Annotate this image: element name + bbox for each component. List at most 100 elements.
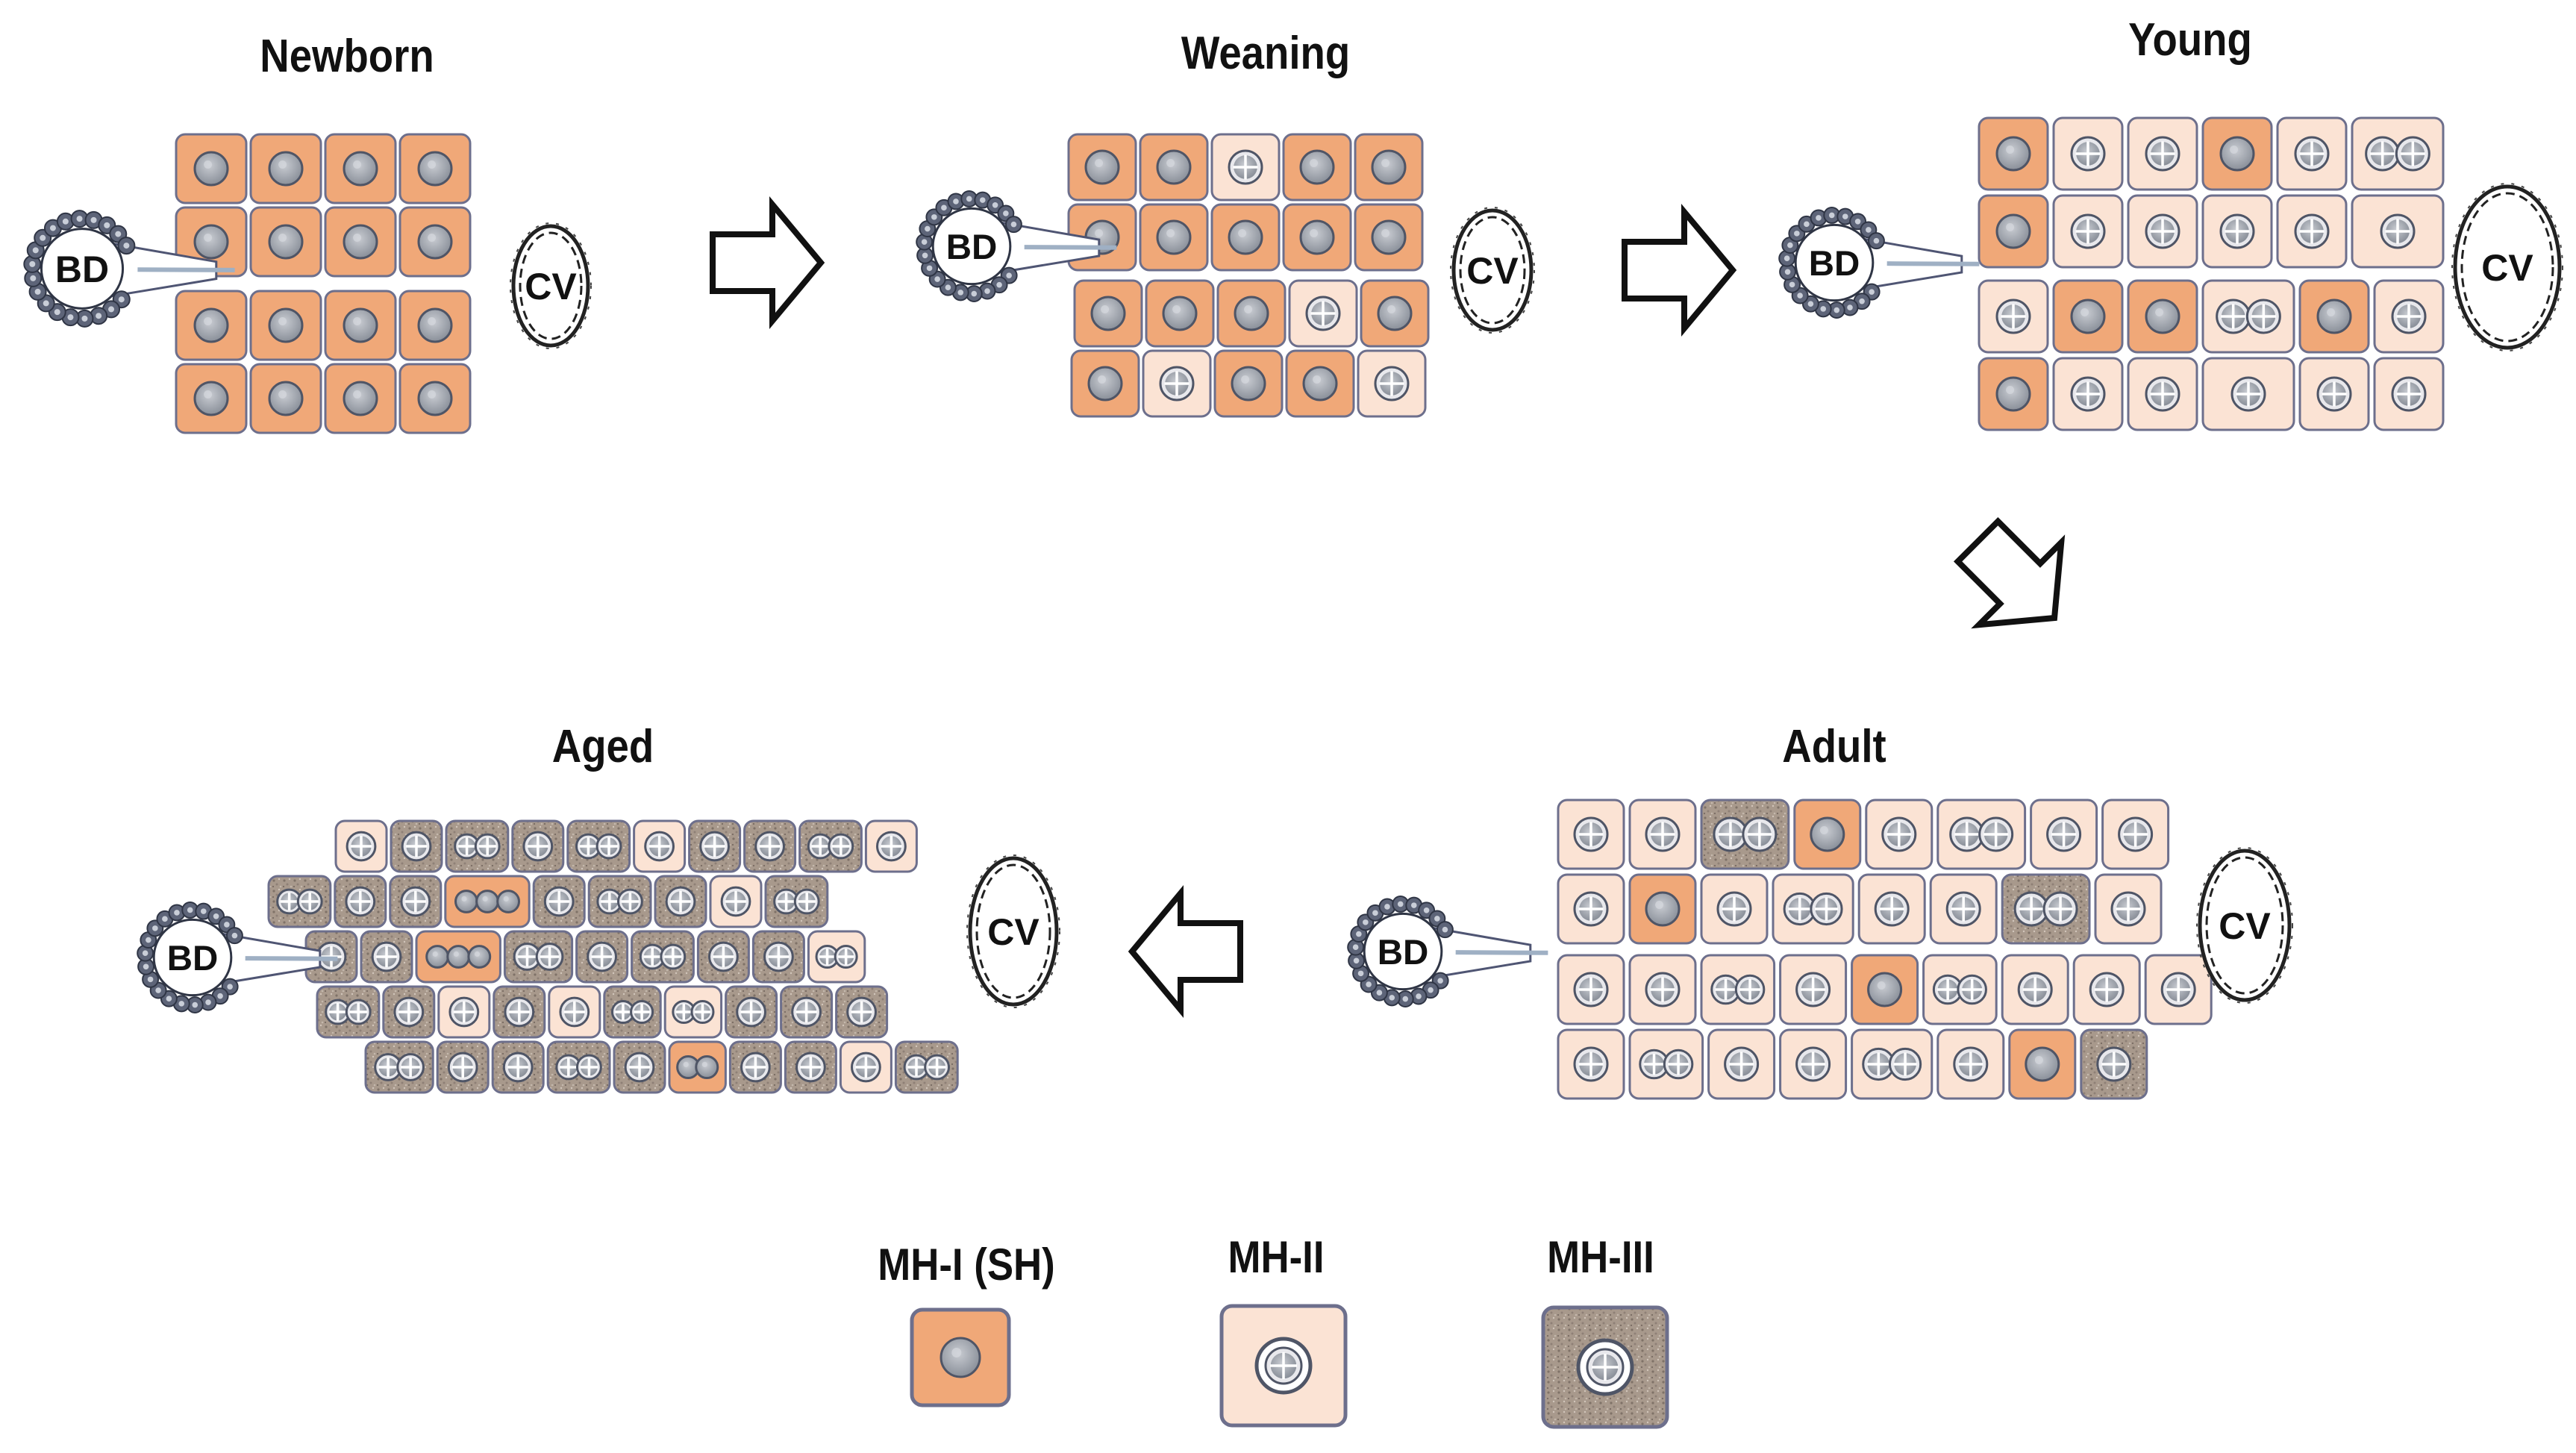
hepatocyte-cell	[1139, 133, 1209, 201]
hepatocyte-cell	[575, 930, 629, 984]
legend-label-mh3: MH-III	[1547, 1232, 1654, 1282]
hepatocyte-cell	[2001, 873, 2091, 945]
hepatocyte-cell	[1978, 279, 2049, 354]
hepatocyte-cell	[1354, 133, 1424, 201]
bile-duct-label: BD	[55, 249, 109, 290]
hepatocyte-cell	[360, 930, 413, 984]
central-vein-label: CV	[987, 911, 1040, 953]
hepatocyte-cell	[1779, 954, 1848, 1025]
hepatocyte-cell	[334, 819, 388, 873]
hepatocyte-cell	[1282, 133, 1352, 201]
hepatocyte-cell	[511, 819, 565, 873]
hepatocyte-cell	[807, 930, 866, 984]
legend-swatch-mh2	[1219, 1304, 1348, 1428]
central-vein-label: CV	[1466, 250, 1519, 292]
hepatocyte-cell	[743, 819, 797, 873]
hepatocyte-cell	[728, 1040, 782, 1094]
hepatocyte-cell	[267, 875, 332, 928]
arrow-young-to-adult	[1953, 516, 2066, 629]
hepatocyte-cell	[1628, 954, 1697, 1025]
hepatocyte-cell	[654, 875, 707, 928]
hepatocyte-cell	[725, 985, 778, 1039]
hepatocyte-cell	[1070, 349, 1140, 418]
bile-duct: BD	[916, 190, 1117, 302]
hepatocyte-cell	[2072, 954, 2141, 1025]
hepatocyte-cell	[2127, 116, 2198, 191]
hepatocyte-cell	[175, 290, 248, 361]
hepatocyte-cell	[382, 985, 436, 1039]
hepatocyte-cell	[613, 1040, 666, 1094]
central-vein-label: CV	[525, 266, 577, 307]
hepatocyte-cell	[2008, 1028, 2077, 1100]
hepatocyte-cell	[324, 363, 397, 434]
hepatocyte-cell	[546, 1040, 611, 1094]
hepatocyte-cell	[1139, 203, 1209, 272]
central-vein-label: CV	[2219, 905, 2271, 947]
hepatocyte-cell	[709, 875, 763, 928]
hepatocyte-cell	[1628, 799, 1697, 870]
bile-duct-label: BD	[1809, 244, 1860, 284]
hepatocyte-cell	[249, 290, 322, 361]
hepatocyte-cell	[249, 133, 322, 204]
hepatocyte-cell	[398, 363, 472, 434]
bile-duct: BD	[137, 902, 338, 1013]
hepatocyte-cell	[1354, 203, 1424, 272]
hepatocyte-cell	[663, 985, 723, 1039]
hepatocyte-cell	[2201, 194, 2273, 269]
bile-duct-label: BD	[1378, 933, 1429, 972]
hepatocyte-cell	[1357, 349, 1427, 418]
hepatocyte-cell	[566, 819, 631, 873]
central-vein: CV	[966, 854, 1060, 1008]
hepatocyte-cell	[1557, 1028, 1625, 1100]
hepatocyte-cell	[415, 930, 501, 984]
bile-duct: BD	[23, 210, 235, 328]
central-vein-label: CV	[2481, 247, 2533, 289]
legend-label-mh2: MH-II	[1228, 1232, 1325, 1282]
hepatocyte-cell	[2298, 279, 2370, 354]
hepatocyte-cell	[324, 133, 397, 204]
hepatocyte-cell	[2373, 279, 2445, 354]
hepatocyte-cell	[798, 819, 863, 873]
hepatocyte-cell	[334, 875, 387, 928]
hepatocyte-cell	[1936, 799, 2027, 870]
hepatocyte-cell	[390, 819, 443, 873]
hepatocyte-cell	[1213, 349, 1284, 418]
hepatocyte-cell	[398, 133, 472, 204]
hepatocyte-cell	[2276, 116, 2348, 191]
hepatocyte-cell	[1700, 954, 1776, 1025]
hepatocyte-cell	[1285, 349, 1355, 418]
title-adult: Adult	[1782, 721, 1886, 772]
hepatocyte-cell	[1929, 873, 1998, 945]
legend-label-mh1: MH-I (SH)	[878, 1240, 1055, 1290]
hepatocyte-cell	[1360, 279, 1430, 348]
hepatocyte-cell	[493, 985, 546, 1039]
hepatocyte-cell	[784, 1040, 837, 1094]
weaning-lobule: BD CV	[916, 133, 1535, 418]
progression-arrows	[710, 196, 2066, 1019]
hepatocyte-cell	[780, 985, 834, 1039]
central-vein: CV	[1450, 207, 1535, 334]
hepatocyte-cell	[444, 875, 531, 928]
hepatocyte-cell	[2144, 954, 2213, 1025]
title-young: Young	[2128, 14, 2252, 66]
hepatocyte-cell	[249, 206, 322, 278]
hepatocyte-cell	[2351, 116, 2445, 191]
hepatocyte-cell	[364, 1040, 434, 1094]
hepatocyte-cell	[1772, 873, 1854, 945]
hepatocyte-cell	[2351, 194, 2445, 269]
hepatocyte-cell	[2201, 357, 2295, 431]
central-vein: CV	[2451, 183, 2563, 351]
hepatocyte-cell	[437, 985, 491, 1039]
young-lobule: BD CV	[1778, 116, 2563, 431]
hepatocyte-cell	[587, 875, 652, 928]
hepatocyte-cell	[1282, 203, 1352, 272]
bile-duct: BD	[1778, 207, 1980, 319]
hepatocyte-cell	[1851, 1028, 1933, 1100]
hepatocyte-cell	[175, 363, 248, 434]
hepatocyte-cell	[1216, 279, 1287, 348]
hepatocyte-cell	[751, 930, 805, 984]
hepatocyte-cell	[2201, 279, 2295, 354]
hepatocyte-cell	[445, 819, 510, 873]
hepatocyte-cell	[1793, 799, 1862, 870]
hepatocyte-cell	[1210, 203, 1281, 272]
